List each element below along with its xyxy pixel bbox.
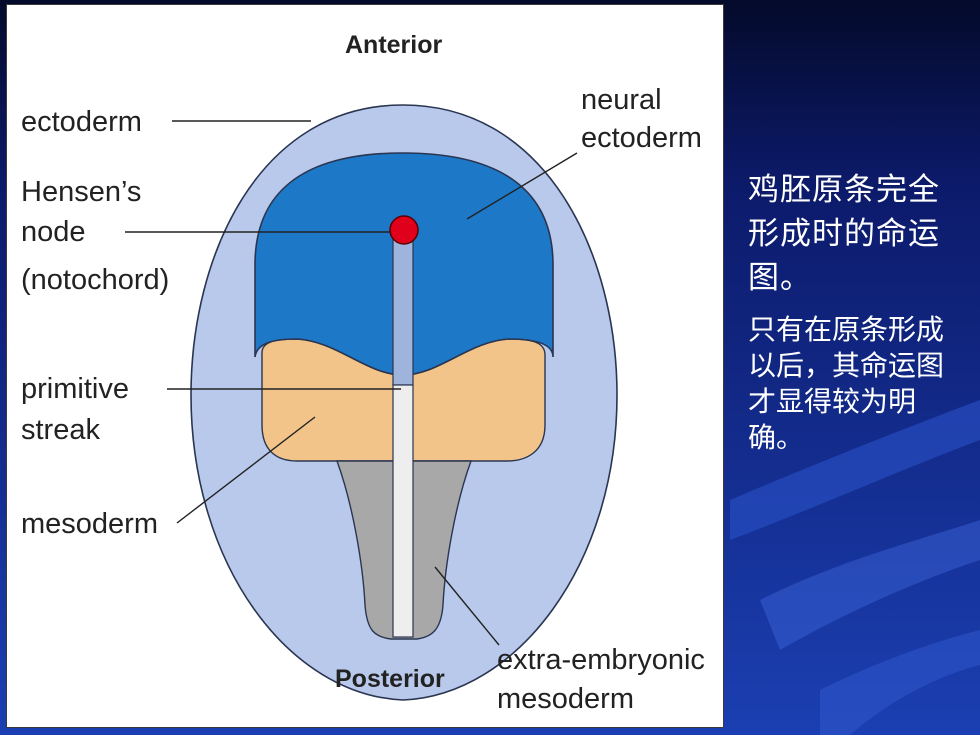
leader-extra-embryonic: [434, 566, 500, 646]
label-primitive-line2: streak: [21, 414, 100, 446]
embryo-fate-map-diagram: Anterior Posterior ectoderm neural ectod…: [21, 31, 705, 715]
leader-mesoderm: [176, 416, 316, 524]
label-hensen-line2: node: [21, 216, 86, 248]
label-neural-line2: ectoderm: [581, 122, 702, 154]
figure-panel: Anterior Posterior ectoderm neural ectod…: [6, 4, 724, 728]
hensens-node: [389, 215, 419, 245]
leader-neural-ectoderm: [466, 152, 578, 220]
label-extra-line1: extra-embryonic: [497, 644, 705, 676]
label-extra-line2: mesoderm: [497, 683, 634, 715]
label-hensen-line1: Hensen’s: [21, 176, 141, 208]
label-anterior: Anterior: [345, 31, 443, 59]
label-mesoderm: mesoderm: [21, 508, 158, 540]
primitive-streak-bar: [392, 384, 414, 638]
label-neural-line1: neural: [581, 84, 662, 116]
label-hensen-line3: (notochord): [21, 264, 169, 296]
label-posterior: Posterior: [335, 665, 445, 693]
sidebar-text: 鸡胚原条完全形成时的命运图。 只有在原条形成以后，其命运图才显得较为明确。: [748, 168, 948, 456]
caption-fate-map: 鸡胚原条完全形成时的命运图。: [748, 172, 940, 296]
label-ectoderm: ectoderm: [21, 106, 142, 138]
label-primitive-line1: primitive: [21, 373, 129, 405]
caption-explanation: 只有在原条形成以后，其命运图才显得较为明确。: [748, 313, 945, 454]
notochord-bar: [392, 236, 414, 386]
